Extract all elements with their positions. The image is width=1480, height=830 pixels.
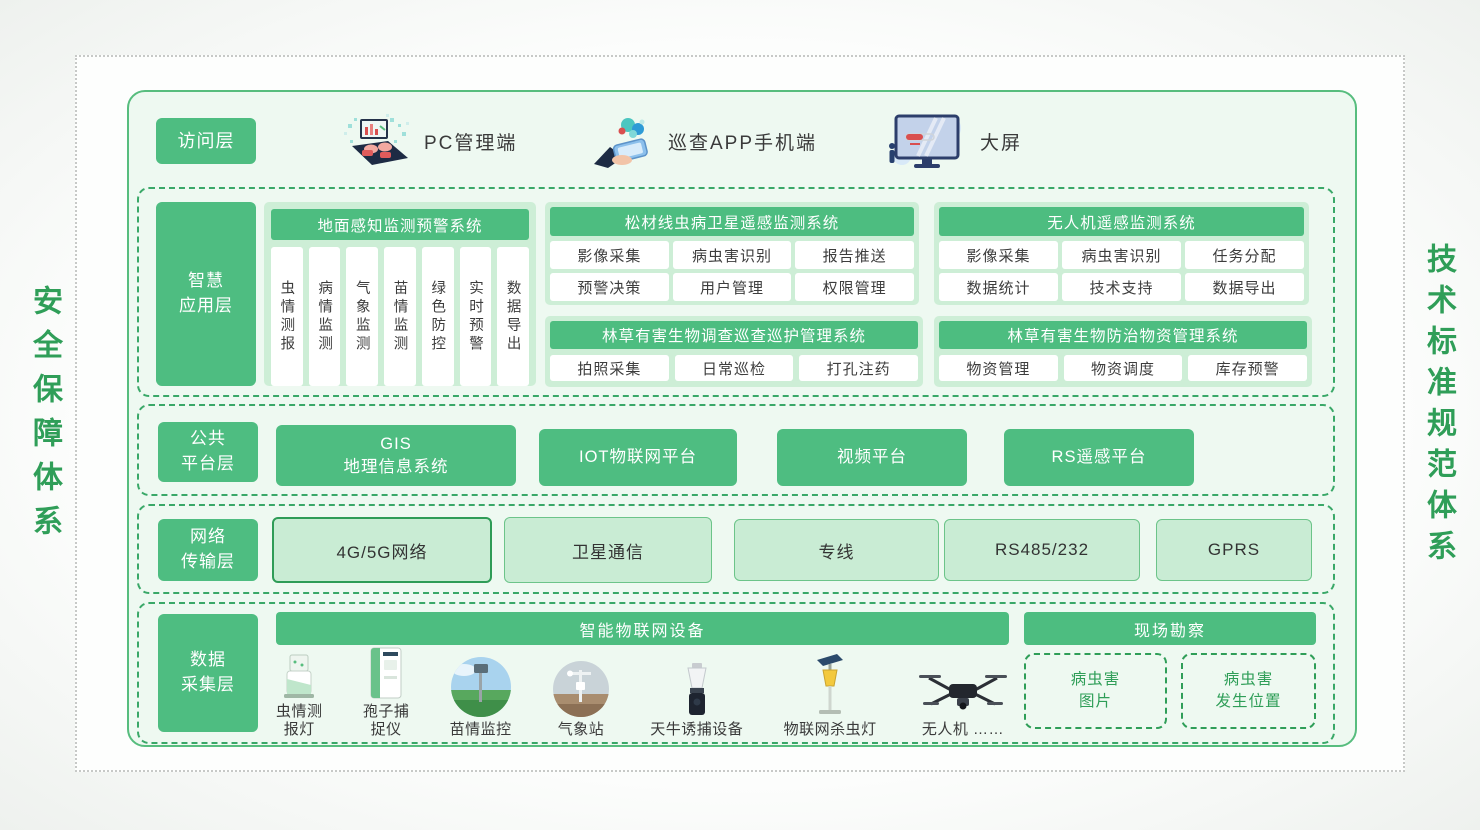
platform-layer-label: 公共 平台层 xyxy=(158,422,258,482)
satellite-system-items: 影像采集 病虫害识别 报告推送 预警决策 用户管理 权限管理 xyxy=(550,241,914,301)
network-layer-label: 网络 传输层 xyxy=(158,519,258,581)
device-drone: 无人机 …… xyxy=(917,668,1009,740)
ground-system-items: 虫情测报 病情监测 气象监测 苗情监测 绿色防控 实时预警 数据导出 xyxy=(271,247,530,386)
big-screen-icon xyxy=(886,112,966,170)
device-killer-lamp-label: 物联网杀虫灯 xyxy=(783,721,877,739)
survey-pest-photos-box: 病虫害 图片 xyxy=(1024,653,1167,729)
device-drone-label: 无人机 …… xyxy=(921,721,1005,739)
patrol-system-title: 林草有害生物调查巡查巡护管理系统 xyxy=(550,321,918,349)
device-killer-lamp: 物联网杀虫灯 xyxy=(784,652,877,740)
application-layer-label: 智慧 应用层 xyxy=(156,202,256,386)
ground-item: 虫情测报 xyxy=(271,247,303,386)
drone-item: 影像采集 xyxy=(939,241,1058,269)
device-beetle-trap: 天牛诱捕设备 xyxy=(650,662,743,740)
drone-monitoring-system: 无人机遥感监测系统 影像采集 病虫害识别 任务分配 数据统计 技术支持 数据导出 xyxy=(934,202,1309,305)
data-collection-layer: 数据 采集层 智能物联网设备 现场勘察 xyxy=(137,602,1335,744)
access-item-pc-label: PC管理端 xyxy=(424,132,518,154)
spore-catcher-icon xyxy=(367,646,405,700)
material-system-title: 林草有害生物防治物资管理系统 xyxy=(939,321,1307,349)
device-spore-catcher: 孢子捕 捉仪 xyxy=(363,646,410,741)
device-seedling-monitor-label: 苗情监控 xyxy=(449,721,512,739)
material-item: 物资调度 xyxy=(1063,355,1183,381)
drone-item: 病虫害识别 xyxy=(1062,241,1181,269)
ground-monitoring-system: 地面感知监测预警系统 虫情测报 病情监测 气象监测 苗情监测 绿色防控 实时预警… xyxy=(264,202,536,386)
iot-devices-header: 智能物联网设备 xyxy=(276,612,1009,645)
gis-platform-box: GIS 地理信息系统 xyxy=(276,425,516,486)
satellite-system-title: 松材线虫病卫星遥感监测系统 xyxy=(550,207,914,236)
device-insect-lamp: 虫情测 报灯 xyxy=(276,654,323,741)
left-vertical-title: 安全保障体系 xyxy=(28,285,61,549)
access-item-app: 巡查APP手机端 xyxy=(592,114,818,168)
satellite-item: 用户管理 xyxy=(672,273,792,301)
ground-item: 实时预警 xyxy=(459,247,492,386)
main-panel: 访问层 xyxy=(127,90,1357,747)
satellite-item: 报告推送 xyxy=(795,241,914,269)
iot-platform-box: IOT物联网平台 xyxy=(539,429,737,486)
device-beetle-trap-label: 天牛诱捕设备 xyxy=(650,721,744,739)
drone-system-items: 影像采集 病虫害识别 任务分配 数据统计 技术支持 数据导出 xyxy=(939,241,1304,301)
material-item: 物资管理 xyxy=(939,355,1058,381)
ground-item: 数据导出 xyxy=(497,247,530,386)
ground-item: 苗情监测 xyxy=(384,247,416,386)
patrol-management-system: 林草有害生物调查巡查巡护管理系统 拍照采集 日常巡检 打孔注药 xyxy=(545,316,923,387)
right-vertical-title: 技术标准规范体系 xyxy=(1422,243,1455,571)
drone-item: 数据统计 xyxy=(939,273,1058,301)
device-insect-lamp-label: 虫情测 报灯 xyxy=(276,702,323,739)
platform-layer: 公共 平台层 GIS 地理信息系统 IOT物联网平台 视频平台 RS遥感平台 xyxy=(137,404,1335,496)
weather-station-icon xyxy=(552,660,610,718)
access-item-screen-label: 大屏 xyxy=(980,132,1023,154)
satellite-item: 病虫害识别 xyxy=(672,241,792,269)
satellite-item: 预警决策 xyxy=(550,273,669,301)
iot-devices-row: 虫情测 报灯 孢子捕 捉仪 xyxy=(276,646,1009,741)
satellite-monitoring-system: 松材线虫病卫星遥感监测系统 影像采集 病虫害识别 报告推送 预警决策 用户管理 … xyxy=(545,202,919,305)
drone-icon xyxy=(917,668,1009,718)
material-management-system: 林草有害生物防治物资管理系统 物资管理 物资调度 库存预警 xyxy=(934,316,1312,387)
data-layer-label: 数据 采集层 xyxy=(158,614,258,732)
ground-item: 绿色防控 xyxy=(421,247,454,386)
network-layer: 网络 传输层 4G/5G网络 卫星通信 专线 RS485/232 GPRS xyxy=(137,504,1335,594)
ground-system-title: 地面感知监测预警系统 xyxy=(271,209,529,240)
access-item-screen: 大屏 xyxy=(886,114,1023,168)
drone-system-title: 无人机遥感监测系统 xyxy=(939,207,1304,236)
access-layer-label: 访问层 xyxy=(156,118,256,164)
patrol-item: 打孔注药 xyxy=(799,355,918,381)
beetle-trap-icon xyxy=(682,662,712,718)
ground-item: 病情监测 xyxy=(308,247,341,386)
device-weather-station-label: 气象站 xyxy=(557,721,605,739)
drone-item: 技术支持 xyxy=(1062,273,1181,301)
access-item-pc: PC管理端 xyxy=(344,114,518,168)
survey-pest-location-box: 病虫害 发生位置 xyxy=(1181,653,1316,729)
material-item: 库存预警 xyxy=(1188,355,1307,381)
satellite-item: 影像采集 xyxy=(550,241,669,269)
network-satellite-box: 卫星通信 xyxy=(504,517,712,583)
killer-lamp-icon xyxy=(811,652,849,718)
drone-item: 任务分配 xyxy=(1185,241,1304,269)
device-weather-station: 气象站 xyxy=(552,660,610,740)
network-4g5g-box: 4G/5G网络 xyxy=(272,517,492,583)
network-rs485-box: RS485/232 xyxy=(944,519,1140,581)
insect-lamp-icon xyxy=(282,654,316,700)
patrol-system-items: 拍照采集 日常巡检 打孔注药 xyxy=(550,355,918,381)
network-gprs-box: GPRS xyxy=(1156,519,1312,581)
patrol-item: 拍照采集 xyxy=(550,355,669,381)
satellite-item: 权限管理 xyxy=(795,273,914,301)
site-survey-header: 现场勘察 xyxy=(1024,612,1316,645)
material-system-items: 物资管理 物资调度 库存预警 xyxy=(939,355,1307,381)
device-seedling-monitor: 苗情监控 xyxy=(450,656,512,740)
device-spore-catcher-label: 孢子捕 捉仪 xyxy=(362,702,410,739)
rs-platform-box: RS遥感平台 xyxy=(1004,429,1194,486)
access-layer-row: 访问层 xyxy=(129,114,1355,168)
ground-item: 气象监测 xyxy=(346,247,379,386)
patrol-item: 日常巡检 xyxy=(674,355,794,381)
network-dedicated-line-box: 专线 xyxy=(734,519,939,581)
video-platform-box: 视频平台 xyxy=(777,429,967,486)
app-icon xyxy=(592,114,654,168)
outer-dotted-frame: 访问层 xyxy=(75,55,1405,772)
drone-item: 数据导出 xyxy=(1185,273,1304,301)
pc-icon xyxy=(344,114,410,168)
application-layer: 智慧 应用层 地面感知监测预警系统 虫情测报 病情监测 气象监测 苗情监测 绿色… xyxy=(137,187,1335,397)
access-item-app-label: 巡查APP手机端 xyxy=(668,132,818,154)
seedling-monitor-icon xyxy=(450,656,512,718)
